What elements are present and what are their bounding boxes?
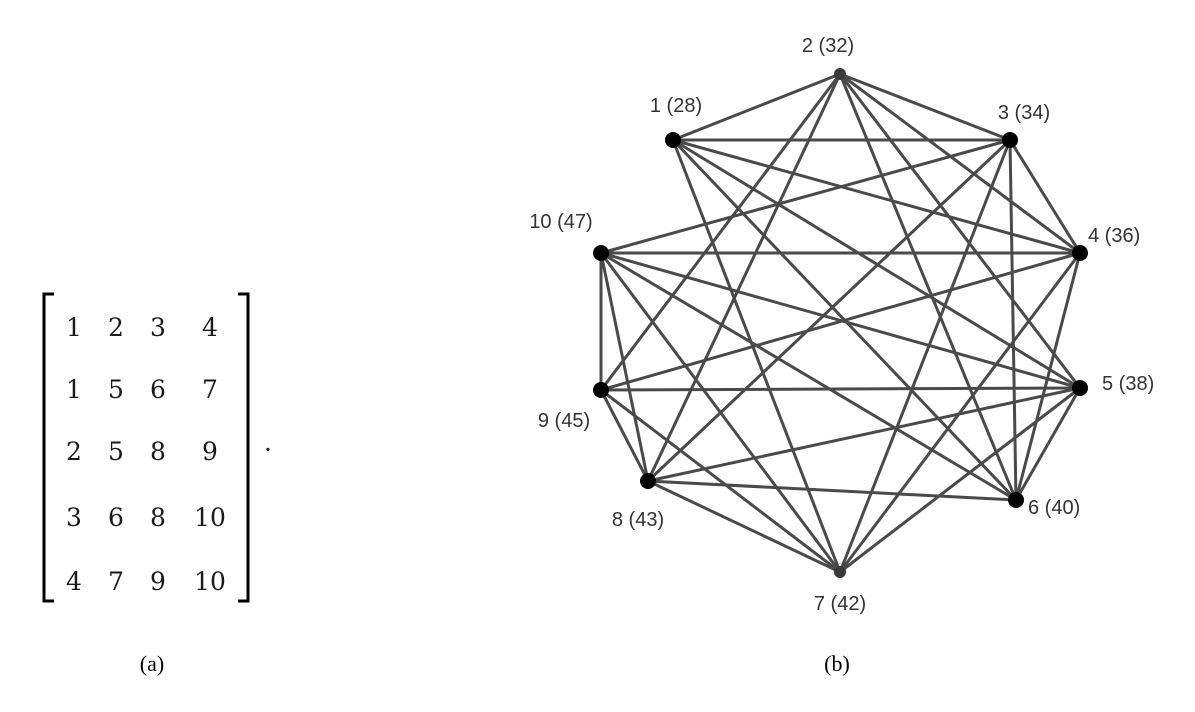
edge-6-10 bbox=[599, 251, 1018, 502]
node-label-7: 7 (42) bbox=[814, 593, 866, 615]
edge-7-9 bbox=[599, 388, 842, 574]
edge-2-5 bbox=[838, 72, 1082, 390]
edge-2-8 bbox=[646, 72, 842, 483]
node-9 bbox=[593, 382, 609, 398]
node-2 bbox=[834, 68, 846, 80]
matrix-cell: 8 bbox=[150, 437, 166, 466]
node-label-9: 9 (45) bbox=[538, 410, 590, 432]
node-6 bbox=[1008, 492, 1024, 508]
node-1 bbox=[665, 132, 681, 148]
matrix-cell: 5 bbox=[108, 437, 124, 466]
edge-5-7 bbox=[838, 386, 1082, 574]
edge-7-8 bbox=[646, 479, 842, 574]
edge-5-10 bbox=[599, 251, 1082, 390]
edge-4-6 bbox=[1014, 251, 1082, 502]
matrix-cell: 3 bbox=[150, 313, 166, 342]
graph-panel: 1 (28) 2 (32) 3 (34) 4 (36) 5 (38) 6 (40) 7 (4… bbox=[529, 35, 1154, 676]
node-8 bbox=[640, 473, 656, 489]
edge-8-9 bbox=[599, 388, 650, 483]
edge-5-9 bbox=[599, 386, 1082, 392]
matrix-cell: 1 bbox=[66, 313, 82, 342]
matrix-cell: 8 bbox=[150, 503, 166, 532]
edge-2-4 bbox=[838, 72, 1082, 255]
matrix-cell: 7 bbox=[108, 567, 124, 596]
graph-labels: 1 (28) 2 (32) 3 (34) 4 (36) 5 (38) 6 (40) 7 (4… bbox=[529, 35, 1154, 615]
node-label-3: 3 (34) bbox=[998, 102, 1050, 124]
matrix-cell: 9 bbox=[150, 567, 166, 596]
matrix-cell: 4 bbox=[66, 567, 82, 596]
matrix-right-bracket bbox=[238, 292, 250, 603]
matrix-cell: 6 bbox=[108, 503, 124, 532]
edge-6-8 bbox=[646, 479, 1018, 502]
matrix-trailing-period: · bbox=[264, 435, 272, 464]
edge-5-6 bbox=[1014, 386, 1082, 502]
edge-3-7 bbox=[838, 138, 1012, 574]
node-7 bbox=[834, 566, 846, 578]
edge-3-10 bbox=[599, 138, 1012, 255]
edge-3-6 bbox=[1008, 138, 1018, 502]
edge-2-3 bbox=[838, 72, 1012, 142]
node-5 bbox=[1072, 380, 1088, 396]
node-label-6: 6 (40) bbox=[1028, 497, 1080, 519]
edge-8-10 bbox=[599, 251, 650, 483]
node-label-1: 1 (28) bbox=[650, 95, 702, 117]
matrix-cell: 10 bbox=[194, 567, 226, 596]
matrix-cell: 7 bbox=[202, 375, 218, 404]
edge-3-8 bbox=[646, 138, 1012, 483]
node-label-5: 5 (38) bbox=[1102, 373, 1154, 395]
edge-2-9 bbox=[599, 72, 842, 392]
matrix-cell: 2 bbox=[108, 313, 124, 342]
edge-5-8 bbox=[646, 386, 1082, 483]
node-label-4: 4 (36) bbox=[1088, 225, 1140, 247]
edge-3-4 bbox=[1008, 138, 1082, 255]
graph-edges bbox=[599, 72, 1082, 574]
edge-1-2 bbox=[671, 72, 842, 142]
node-label-2: 2 (32) bbox=[802, 35, 854, 57]
node-label-8: 8 (43) bbox=[612, 509, 664, 531]
matrix-cell: 1 bbox=[66, 375, 82, 404]
matrix-cell: 9 bbox=[202, 437, 218, 466]
matrix-cell: 4 bbox=[202, 313, 218, 342]
caption-a: (a) bbox=[140, 651, 164, 676]
caption-b: (b) bbox=[824, 651, 850, 676]
graph-nodes bbox=[593, 68, 1088, 578]
edge-7-10 bbox=[599, 251, 842, 574]
edge-1-7 bbox=[671, 138, 842, 574]
matrix-cell: 3 bbox=[66, 503, 82, 532]
matrix-cell: 6 bbox=[150, 375, 166, 404]
matrix-cell: 2 bbox=[66, 437, 82, 466]
edge-2-6 bbox=[838, 72, 1018, 502]
matrix-left-bracket bbox=[42, 292, 54, 603]
node-label-10: 10 (47) bbox=[529, 211, 592, 233]
node-3 bbox=[1002, 132, 1018, 148]
matrix-cell: 10 bbox=[194, 503, 226, 532]
matrix-cell: 5 bbox=[108, 375, 124, 404]
node-4 bbox=[1072, 245, 1088, 261]
node-10 bbox=[593, 245, 609, 261]
